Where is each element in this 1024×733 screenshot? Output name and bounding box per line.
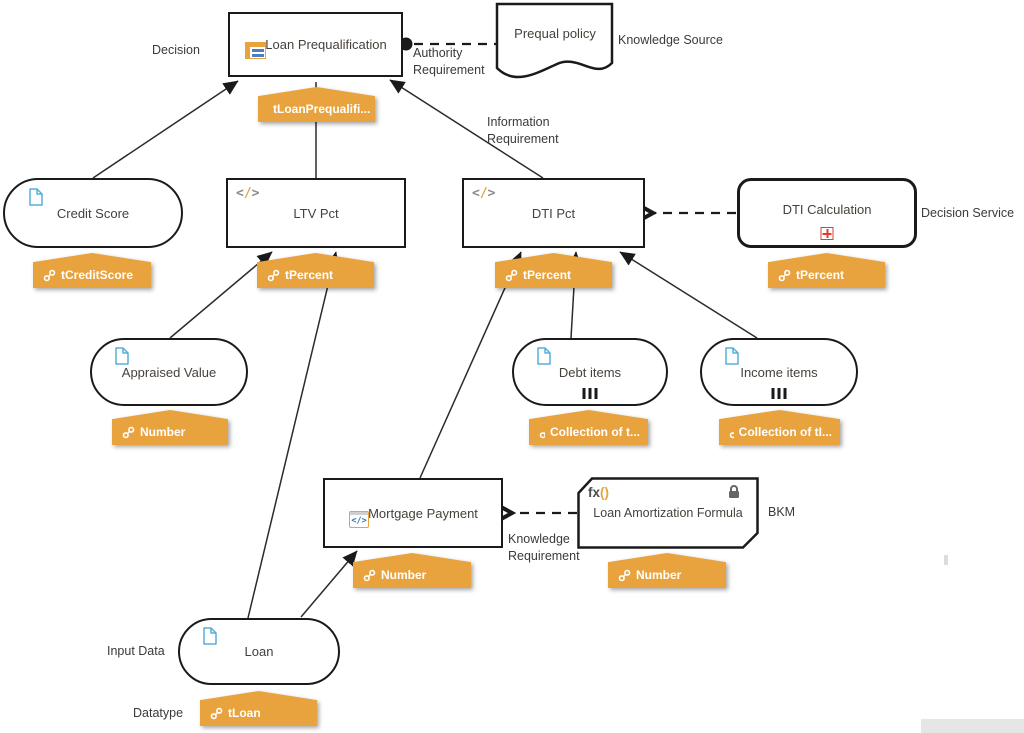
document-icon	[725, 347, 739, 365]
boxed-expression-icon: </>	[349, 510, 370, 528]
badge-label: tPercent	[796, 268, 845, 282]
badge-label: Collection of tI...	[738, 425, 832, 439]
datatype-badge-loan-prequalification[interactable]: tLoanPrequalifi...	[258, 87, 375, 122]
badge-label: tLoanPrequalifi...	[273, 102, 371, 116]
node-dti-calculation[interactable]: DTI Calculation	[737, 178, 917, 248]
chain-link-icon	[122, 426, 135, 438]
node-prequal-policy[interactable]: Prequal policy	[495, 2, 615, 86]
badge-label: Collection of t...	[550, 425, 640, 439]
node-dti-pct[interactable]: </> DTI Pct	[462, 178, 645, 248]
chain-link-icon	[505, 269, 518, 281]
node-label: Income items	[740, 364, 818, 380]
node-label: Prequal policy	[514, 26, 596, 41]
authority-requirement-label: Authority Requirement	[413, 46, 485, 77]
lock-icon	[729, 485, 739, 498]
badge-label: Number	[381, 568, 427, 582]
edge-loan-to-ltv-pct[interactable]	[247, 251, 340, 619]
node-loan-prequalification[interactable]: Loan Prequalification	[228, 12, 403, 77]
edge-mortgage-payment-to-dti-pct[interactable]	[419, 251, 522, 479]
badge-label: tPercent	[523, 268, 572, 282]
chain-link-icon	[267, 269, 280, 281]
datatype-badge-appraised-value[interactable]: Number	[112, 410, 228, 445]
knowledge-source-label: Knowledge Source	[618, 33, 723, 47]
chain-link-icon	[778, 269, 791, 281]
decision-table-icon	[245, 42, 267, 59]
chain-link-icon	[43, 269, 56, 281]
node-label: Mortgage Payment	[368, 505, 478, 521]
node-label: DTI Pct	[531, 205, 576, 221]
chain-link-icon	[363, 569, 376, 581]
bkm-shape	[577, 477, 759, 549]
node-label: Credit Score	[56, 205, 130, 221]
knowledge-requirement-label: Knowledge Requirement	[508, 532, 580, 563]
node-mortgage-payment[interactable]: </> Mortgage Payment	[323, 478, 503, 548]
code-expression-icon: </>	[472, 186, 496, 201]
document-icon	[29, 188, 43, 206]
node-label: Loan Amortization Formula	[593, 506, 743, 520]
edge-loan-to-mortgage-payment[interactable]	[300, 550, 358, 618]
node-loan[interactable]: Loan	[178, 618, 340, 685]
horizontal-scrollbar[interactable]	[921, 719, 1024, 733]
badge-label: tPercent	[285, 268, 334, 282]
node-label: DTI Calculation	[782, 201, 872, 217]
document-icon	[537, 347, 551, 365]
collection-marker-icon	[582, 388, 598, 399]
node-ltv-pct[interactable]: </> LTV Pct	[226, 178, 406, 248]
information-requirement-label: Information Requirement	[487, 115, 559, 146]
code-expression-icon: </>	[236, 186, 260, 201]
edge-dti-pct-to-loan-prequalification[interactable]	[389, 79, 544, 179]
node-label: Loan	[244, 644, 274, 659]
chain-link-icon	[618, 569, 631, 581]
node-income-items[interactable]: Income items	[700, 338, 858, 406]
node-appraised-value[interactable]: Appraised Value	[90, 338, 248, 406]
node-label: LTV Pct	[293, 205, 339, 221]
chain-link-icon	[729, 430, 734, 438]
collection-marker-icon	[771, 388, 787, 399]
datatype-label: Datatype	[133, 706, 184, 720]
input-data-label: Input Data	[107, 644, 165, 658]
edge-credit-score-to-loan-prequalification[interactable]	[92, 80, 239, 179]
node-label: Appraised Value	[121, 364, 217, 380]
node-loan-amortization-formula[interactable]: fx() Loan Amortization Formula	[577, 477, 759, 549]
stray-mark	[944, 555, 948, 565]
document-icon	[115, 347, 129, 365]
node-label: Loan Prequalification	[265, 37, 387, 52]
badge-label: Number	[140, 425, 186, 439]
node-credit-score[interactable]: Credit Score	[3, 178, 183, 248]
node-debt-items[interactable]: Debt items	[512, 338, 668, 406]
bkm-label: BKM	[768, 505, 796, 519]
decision-label: Decision	[152, 43, 200, 57]
chain-link-icon	[210, 707, 223, 719]
function-icon: fx()	[588, 485, 610, 500]
knowledge-source-shape	[495, 2, 614, 79]
node-label: Debt items	[558, 364, 622, 380]
edge-appraised-value-to-ltv-pct[interactable]	[169, 251, 273, 339]
edge-income-items-to-dti-pct[interactable]	[619, 251, 758, 339]
document-icon	[203, 627, 217, 645]
badge-label: Number	[636, 568, 682, 582]
chain-link-icon	[539, 430, 545, 438]
expand-icon[interactable]	[820, 227, 834, 240]
badge-label: tLoan	[228, 706, 261, 720]
badge-label: tCreditScore	[61, 268, 134, 282]
decision-service-label: Decision Service	[921, 206, 1015, 220]
